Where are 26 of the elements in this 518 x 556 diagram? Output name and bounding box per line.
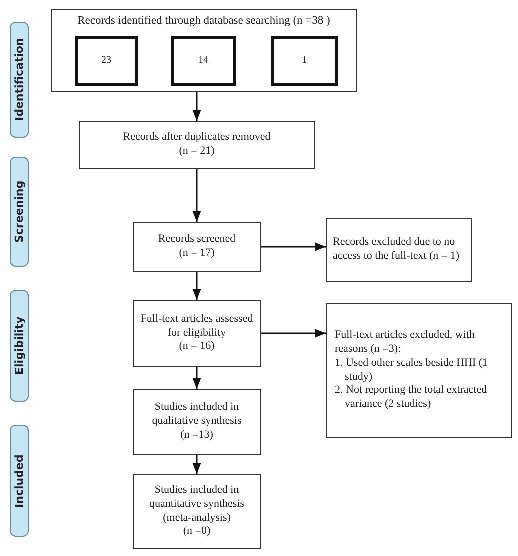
phase-label: Eligibility [10,290,29,402]
box-text: 2. Not reporting the total extracted variance (2 studies) [335,384,488,412]
process-box: Records screened (n = 17) [133,222,261,272]
source-box: 23 [75,36,138,86]
arrow [192,169,202,222]
arrow [192,272,202,300]
source-box: 1 [271,36,338,86]
process-box: Full-text articles assessed for eligibility (n = 16) [133,300,261,367]
exclusion-box: Records excluded due to no access to the full-text (n = 1) [326,218,472,282]
source-box: 14 [171,36,236,86]
exclusion-box [326,303,512,438]
arrow [261,242,326,252]
box-text: Records identified through database searching (n =38 ) [78,14,330,28]
arrow [192,455,202,474]
arrow [192,92,202,121]
phase-label: Included [10,425,29,537]
box-text: Full-text articles excluded, with reasons (n =3): [335,329,476,357]
box-text: 1. Used other scales beside HHI (1 study) [335,356,490,384]
process-box: Records after duplicates removed (n = 21) [79,121,315,169]
database-search-box [51,9,357,92]
process-box: Studies included in qualitative synthesis (n =13) [133,389,261,455]
phase-label: Screening [10,157,29,267]
process-box: Studies included in quantitative synthesis (meta-analysis) (n =0) [133,474,261,549]
arrow [261,329,326,338]
arrow [192,367,202,389]
phase-label: Identification [10,22,29,138]
